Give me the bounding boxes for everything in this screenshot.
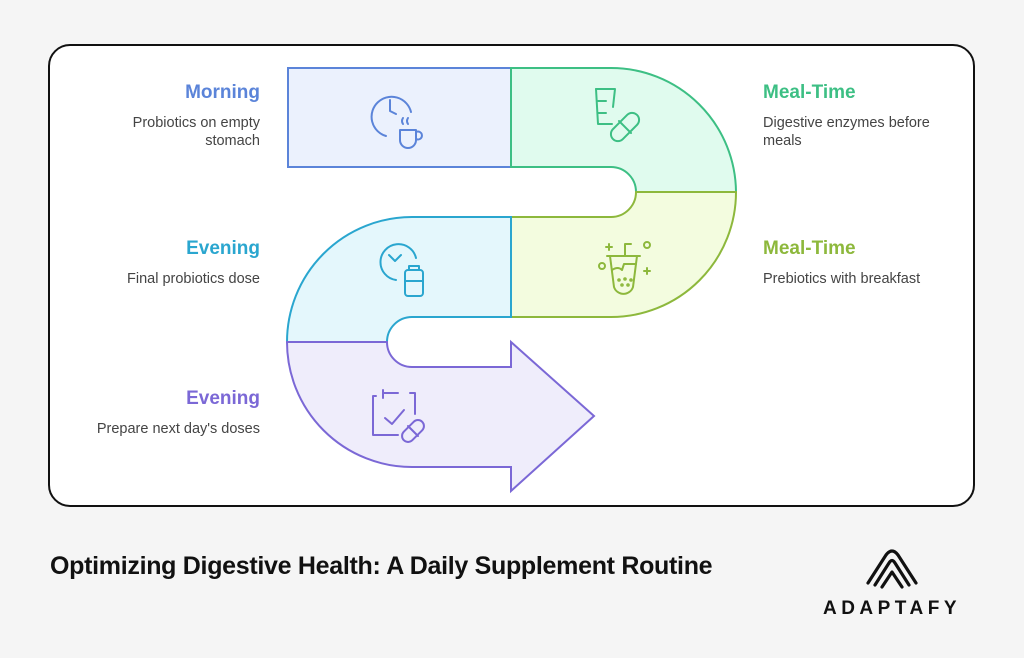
step-title: Evening	[186, 388, 260, 409]
adaptafy-logo-icon	[866, 549, 918, 589]
segment-mealtime-enzymes	[510, 67, 738, 193]
step-description: Prebiotics with breakfast	[763, 271, 921, 287]
segment-evening-prepare	[285, 339, 596, 494]
clock-coffee-icon	[370, 95, 423, 149]
step-mealtime-enzymes: Meal-Time Digestive enzymes before meals	[763, 82, 953, 150]
step-description: Digestive enzymes before meals	[763, 115, 930, 149]
page-title: Optimizing Digestive Health: A Daily Sup…	[50, 552, 713, 580]
step-evening-prepare: Evening Prepare next day's doses	[60, 388, 260, 438]
segment-morning	[287, 67, 512, 168]
step-description: Final probiotics dose	[127, 271, 260, 287]
clock-bottle-icon	[379, 243, 424, 297]
step-description: Probiotics on empty stomach	[132, 115, 260, 149]
step-title: Morning	[185, 82, 260, 103]
step-evening-final: Evening Final probiotics dose	[80, 238, 260, 288]
segment-evening-final	[285, 216, 512, 343]
bubble-tea-icon	[598, 241, 651, 295]
step-title: Meal-Time	[763, 238, 856, 259]
brand-name: ADAPTAFY	[822, 598, 962, 619]
calendar-pill-icon	[372, 389, 425, 443]
beaker-pill-icon	[595, 88, 641, 143]
brand-logo: ADAPTAFY	[812, 545, 972, 620]
step-morning: Morning Probiotics on empty stomach	[100, 82, 260, 150]
step-title: Meal-Time	[763, 82, 856, 103]
step-mealtime-prebiotics: Meal-Time Prebiotics with breakfast	[763, 238, 963, 288]
step-title: Evening	[186, 238, 260, 259]
segment-mealtime-prebiotics	[510, 191, 738, 318]
step-description: Prepare next day's doses	[96, 421, 260, 437]
